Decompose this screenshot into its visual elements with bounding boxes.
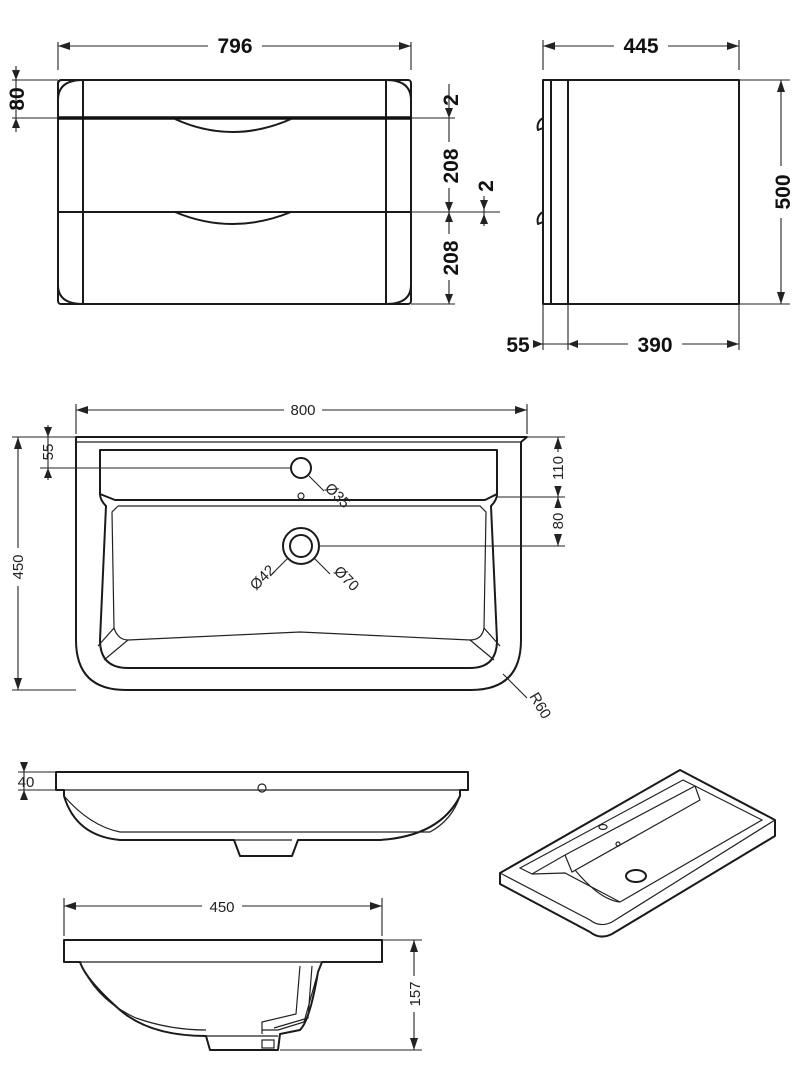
dim-label-side-depth: 445	[623, 35, 658, 58]
dim-label-top-height: 80	[6, 87, 29, 110]
dim-drawer-heights: 2 208 208 2	[411, 84, 500, 305]
dim-tap-offset: 55	[40, 425, 291, 480]
dim-cabinet-width: 796	[57, 30, 412, 70]
dim-label-basin-side-depth: 450	[209, 899, 234, 916]
dim-top-height: 80	[6, 66, 58, 132]
dim-shelf-waste: 110 80	[319, 436, 567, 547]
side-outline	[542, 79, 740, 305]
basin-3d-waste	[625, 869, 647, 883]
dim-side-height: 500	[739, 79, 795, 305]
dim-label-basin-depth: 450	[10, 554, 27, 579]
dim-label-cabinet-width: 796	[217, 35, 252, 58]
basin-outline	[75, 436, 528, 691]
basin-bowl-floor	[113, 627, 485, 641]
dim-label-body-depth: 390	[637, 334, 672, 357]
dim-label-basin-width: 800	[290, 402, 315, 419]
side-handle-lower	[536, 211, 544, 225]
waste-inner	[289, 534, 313, 558]
tap-hole	[290, 457, 312, 479]
lower-drawer-handle	[174, 211, 292, 225]
dim-label-tap-offset: 55	[40, 444, 57, 461]
dim-label-basin-side-height: 157	[407, 981, 424, 1006]
dim-basin-depth: 450	[8, 436, 76, 691]
cabinet-left-curve	[57, 79, 84, 305]
basin-3d-outline	[499, 769, 776, 938]
cabinet-right-curve	[385, 79, 412, 305]
waste-outer	[282, 527, 320, 565]
dim-label-drawer-upper: 208	[440, 148, 463, 183]
basin-3d-view	[499, 769, 776, 938]
basin-side-outline	[63, 939, 383, 1051]
dim-label-drawer-lower: 208	[440, 240, 463, 275]
dim-label-waste-offset: 80	[550, 513, 567, 530]
dim-label-shelf-depth: 110	[550, 456, 567, 480]
dim-rim-height: 40	[18, 762, 56, 800]
dim-label-gap-middle: 2	[475, 180, 498, 192]
dim-label-corner-radius: R60	[526, 690, 554, 722]
basin-front-view: 40	[18, 762, 469, 857]
cabinet-front-view: 796 80 2 208 208	[6, 30, 500, 305]
dim-basin-side-height: 157	[280, 939, 424, 1051]
cabinet-outline	[57, 79, 412, 305]
upper-drawer-handle	[174, 118, 292, 133]
dim-label-waste-outer: Ø70	[330, 563, 362, 595]
side-handle-upper	[536, 117, 544, 131]
overflow-hole	[297, 492, 305, 500]
dim-label-gap-top: 2	[440, 94, 463, 106]
dim-side-depth: 445	[542, 30, 740, 70]
dim-label-rim-height: 40	[18, 774, 35, 791]
cabinet-side-view: 445 500 55 390	[506, 30, 795, 357]
basin-plan-view: 800 450 55	[8, 400, 567, 722]
dim-label-side-height: 500	[772, 174, 795, 209]
dim-label-waste-inner: Ø42	[247, 562, 279, 594]
dim-label-front-depth: 55	[506, 334, 530, 357]
dim-basin-width: 800	[75, 400, 528, 434]
basin-3d-tap-hole	[598, 823, 608, 831]
dim-label-tap-hole: Ø35	[321, 480, 353, 512]
dim-side-bottom: 55 390	[506, 304, 740, 357]
basin-side-view: 450 157	[63, 897, 424, 1051]
dim-basin-side-depth: 450	[63, 897, 383, 936]
basin-front-outline	[55, 771, 469, 857]
